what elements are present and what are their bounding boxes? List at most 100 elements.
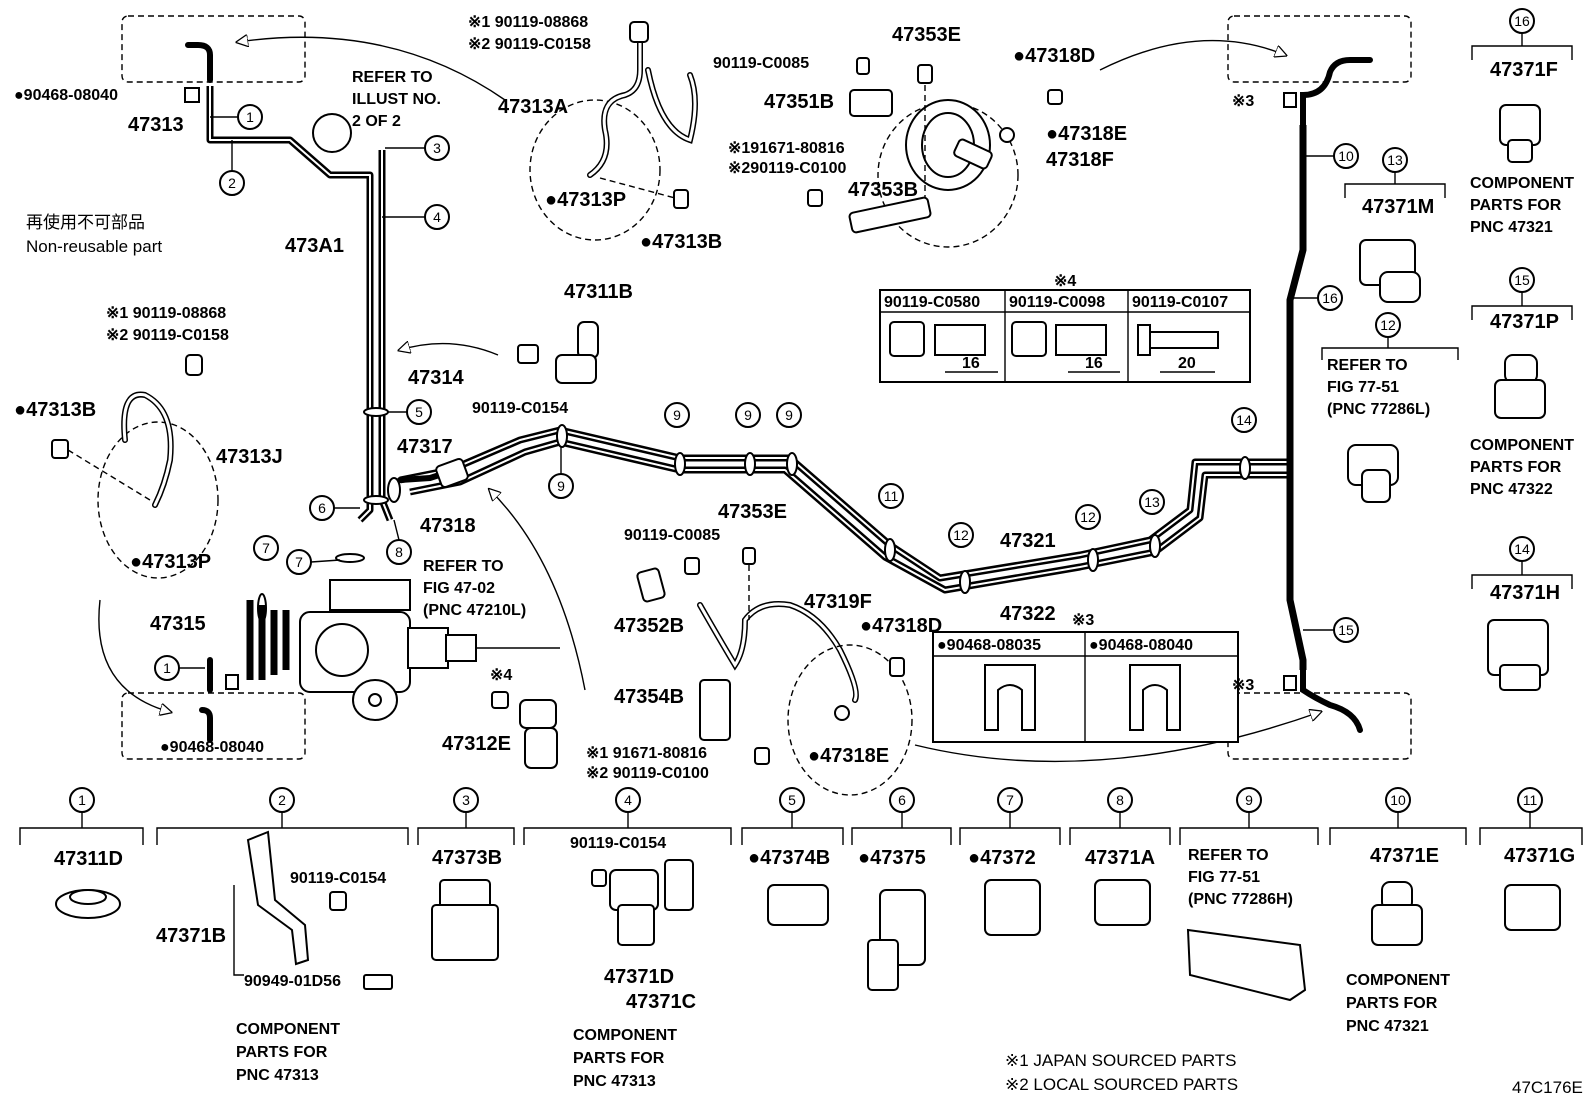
label-47315: 47315 — [150, 613, 206, 635]
clip-13-group: 13 47371M — [1344, 147, 1446, 303]
bolt-table-title: ※4 — [1054, 273, 1076, 290]
label-s2-mid: ※290119-C0100 — [728, 160, 846, 177]
pipe-473A1-b — [378, 150, 394, 522]
label-47353E-mid: 47353E — [718, 501, 787, 523]
bolt-table-header-2: 90119-C0098 — [1009, 294, 1105, 311]
label-47352B: 47352B — [614, 615, 684, 637]
svg-text:9: 9 — [744, 407, 752, 423]
svg-text:47371H: 47371H — [1490, 582, 1560, 604]
label-47312E: 47312E — [442, 733, 511, 755]
label-47353B: 47353B — [848, 179, 918, 201]
svg-text:COMPONENT: COMPONENT — [1470, 175, 1574, 192]
svg-text:9: 9 — [557, 478, 565, 494]
clip-table — [932, 631, 1239, 743]
arrow-top-left — [238, 37, 506, 101]
label-s2-top: ※2 90119-C0158 — [468, 36, 591, 53]
label-473A1: 473A1 — [285, 235, 344, 257]
clip-14-group: 14 47371H — [1471, 536, 1573, 691]
hose-47319F-group — [636, 547, 913, 796]
svg-text:(PNC 77286L): (PNC 77286L) — [1327, 401, 1430, 418]
label-47319F: 47319F — [804, 591, 872, 613]
callout-leaders — [179, 116, 1334, 669]
bolt-length-2: 16 — [1085, 355, 1103, 372]
clip-table-header-1: ●90468-08035 — [937, 637, 1041, 654]
label-90119-C0085-mid: 90119-C0085 — [624, 527, 720, 544]
label-s1-left: ※1 90119-08868 — [106, 305, 226, 322]
arrow-47314 — [400, 344, 499, 356]
label-47313P-top: ●47313P — [545, 189, 626, 211]
svg-text:5: 5 — [788, 792, 796, 808]
svg-text:PNC 47322: PNC 47322 — [1470, 481, 1553, 498]
bottom-note-10a: COMPONENT — [1346, 972, 1450, 989]
bottom-pn-8: 47371A — [1085, 847, 1155, 869]
arrow-top-right — [1099, 39, 1285, 71]
clip-15-group: 15 47371P COMPONENT PARTS FOR PNC 47322 — [1470, 267, 1574, 498]
svg-text:4: 4 — [433, 209, 441, 225]
legend-jp: 再使用不可部品 — [26, 212, 145, 232]
svg-text:PARTS FOR: PARTS FOR — [1470, 197, 1562, 214]
svg-text:12: 12 — [1080, 509, 1096, 525]
label-90119-C0085-top: 90119-C0085 — [713, 55, 809, 72]
clip-table-mark: ※3 — [1072, 612, 1094, 629]
svg-text:PARTS FOR: PARTS FOR — [1470, 459, 1562, 476]
clip-12-group: 12 REFER TO FIG 77-51 (PNC 77286L) — [1321, 312, 1459, 503]
label-s4-mark: ※4 — [490, 667, 512, 684]
ref-fig4702-l1: REFER TO — [423, 558, 504, 575]
svg-text:7: 7 — [262, 540, 270, 556]
svg-text:6: 6 — [898, 792, 906, 808]
caliper-hose-top-group — [807, 57, 1063, 248]
bottom-pn-3: 47373B — [432, 847, 502, 869]
label-s1-mid: ※191671-80816 — [728, 140, 845, 157]
svg-text:8: 8 — [1116, 792, 1124, 808]
bracket-47311B — [517, 321, 599, 384]
bottom-pn-4b: 47371C — [626, 991, 696, 1013]
bottom-sub-2b: 90949-01D56 — [244, 973, 341, 990]
ref-illust-l3: 2 OF 2 — [352, 113, 401, 130]
svg-text:REFER TO: REFER TO — [1327, 357, 1408, 374]
svg-text:4: 4 — [624, 792, 632, 808]
label-47353E-top: 47353E — [892, 24, 961, 46]
clip-table-header-2: ●90468-08040 — [1089, 637, 1193, 654]
master-cylinder — [246, 579, 560, 721]
ref-fig4702-l2: FIG 47-02 — [423, 580, 495, 597]
label-90468-08040-top: ●90468-08040 — [14, 87, 118, 104]
svg-text:16: 16 — [1514, 13, 1530, 29]
svg-text:11: 11 — [884, 488, 899, 504]
label-47318D-top: ●47318D — [1013, 45, 1095, 67]
svg-text:8: 8 — [395, 544, 403, 560]
bracket-47371B — [246, 830, 310, 966]
diagram-code: 47C176E — [1512, 1078, 1583, 1097]
svg-text:15: 15 — [1514, 272, 1530, 288]
svg-text:12: 12 — [953, 527, 969, 543]
bottom-pn-5: ●47374B — [748, 847, 830, 869]
pipe-right-vertical — [1286, 125, 1307, 670]
svg-text:5: 5 — [415, 404, 423, 420]
bolt-table-header-3: 90119-C0107 — [1132, 294, 1228, 311]
bolt-length-3: 20 — [1178, 355, 1196, 372]
footnote-1: ※1 JAPAN SOURCED PARTS — [1005, 1051, 1237, 1070]
svg-text:7: 7 — [1006, 792, 1014, 808]
bottom-ref-9c: (PNC 77286H) — [1188, 891, 1293, 908]
svg-text:1: 1 — [78, 792, 86, 808]
ref-illust-l2: ILLUST NO. — [352, 91, 441, 108]
svg-text:9: 9 — [673, 407, 681, 423]
label-47318E-mid: ●47318E — [808, 745, 889, 767]
bottom-pn-1: 47311D — [54, 848, 123, 870]
label-47318E-top: ●47318E — [1046, 123, 1127, 145]
bottom-note-4c: PNC 47313 — [573, 1073, 656, 1090]
bottom-pn-10: 47371E — [1370, 845, 1439, 867]
bolt-table — [879, 289, 1251, 383]
label-s1-low: ※1 91671-80816 — [586, 745, 707, 762]
label-47318D-mid: ●47318D — [860, 615, 942, 637]
joint-47317-47318 — [397, 458, 469, 488]
ref-illust-l1: REFER TO — [352, 69, 433, 86]
bottom-note-4b: PARTS FOR — [573, 1050, 665, 1067]
bottom-pn-7: ●47372 — [968, 847, 1036, 869]
svg-text:3: 3 — [462, 792, 470, 808]
svg-text:9: 9 — [1245, 792, 1253, 808]
bottom-brackets — [19, 812, 1583, 845]
reservoir-ball — [312, 113, 352, 153]
svg-text:14: 14 — [1514, 541, 1530, 557]
bracket-47312E — [491, 691, 558, 769]
label-90119-C0154-mid: 90119-C0154 — [472, 400, 568, 417]
